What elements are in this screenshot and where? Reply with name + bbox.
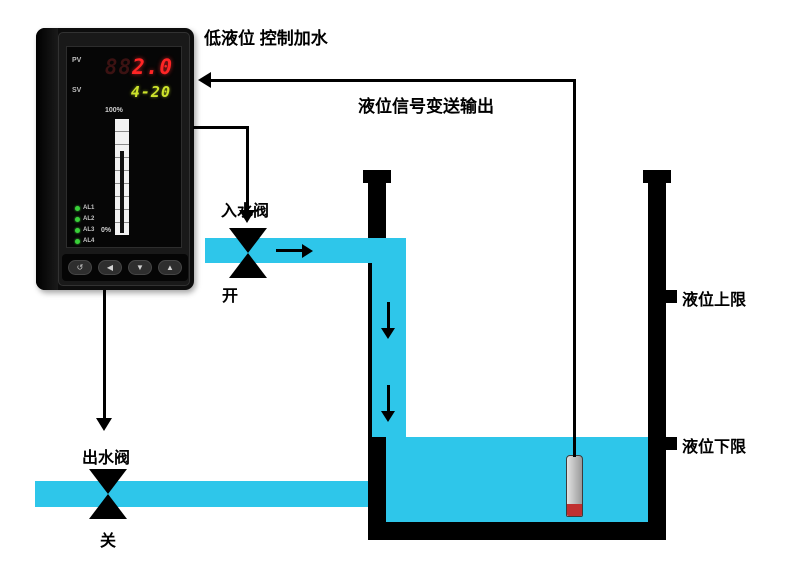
- sv-value: 4-20: [130, 83, 171, 101]
- outlet-control-arrowhead-icon: [96, 418, 112, 431]
- sensor-cable-line: [573, 79, 576, 457]
- outlet-pipe: [35, 481, 368, 507]
- alarm-led-1: AL1: [75, 203, 94, 213]
- signal-output-label: 液位信号变送输出: [358, 97, 494, 116]
- inlet-control-arrowhead-icon: [239, 210, 255, 223]
- tank-wall-right-cap: [643, 170, 671, 183]
- bargraph-fill: [120, 151, 124, 233]
- flow-arrow-down-2: [387, 385, 390, 411]
- upper-limit-label: 液位上限: [682, 292, 747, 309]
- pv-label: PV: [72, 57, 82, 64]
- led-dot-icon: [75, 227, 80, 233]
- controller-button-row: ↺ ◀ ▼ ▲: [62, 254, 188, 281]
- tank-wall-right: [648, 170, 666, 540]
- led-dot-icon: [75, 216, 80, 222]
- led-dot-icon: [75, 238, 80, 244]
- pv-readout: 882.0: [105, 55, 173, 79]
- controller-side-panel: [36, 28, 58, 290]
- outlet-valve-icon: [89, 469, 127, 494]
- tank-wall-left-cap: [363, 170, 391, 183]
- tank-bottom: [368, 522, 666, 540]
- inlet-control-line-horizontal: [193, 126, 249, 129]
- inlet-valve-icon: [229, 253, 267, 278]
- flow-arrow-right-head-icon: [302, 244, 313, 258]
- controller-up-button: ▲: [158, 260, 182, 275]
- signal-arrowhead-icon: [198, 72, 211, 88]
- outlet-valve-label: 出水阀: [82, 450, 131, 467]
- probe-tip: [567, 504, 582, 516]
- flow-arrow-down-2-head-icon: [381, 411, 395, 422]
- flow-arrow-down-1-head-icon: [381, 328, 395, 339]
- bargraph-max-label: 100%: [105, 107, 123, 114]
- alarm-led-2: AL2: [75, 214, 94, 224]
- level-bargraph: [115, 119, 129, 235]
- outlet-control-line-vertical: [103, 290, 106, 418]
- controller-down-button: ▼: [128, 260, 152, 275]
- alarm-led-3: AL3: [75, 225, 94, 235]
- controller-loop-button: ↺: [68, 260, 92, 275]
- sv-label: SV: [72, 87, 82, 94]
- pv-ghost-digits: 88: [104, 55, 133, 79]
- lower-limit-label: 液位下限: [682, 439, 747, 456]
- diagram-title: 低液位 控制加水: [204, 29, 328, 48]
- alarm-led-4: AL4: [75, 236, 94, 246]
- controller-display: PV 882.0 SV 4-20 100% 0% AL1 AL2 AL3 AL4: [66, 46, 182, 248]
- bargraph-min-label: 0%: [101, 227, 112, 234]
- outlet-valve-state: 关: [100, 533, 117, 550]
- signal-line-horizontal: [211, 79, 576, 82]
- outlet-valve-icon: [89, 494, 127, 519]
- led-dot-icon: [75, 205, 80, 211]
- flow-arrow-down-1: [387, 302, 390, 328]
- flow-arrow-right: [276, 249, 302, 252]
- controller-shift-button: ◀: [98, 260, 122, 275]
- lower-limit-marker: [664, 437, 677, 450]
- inlet-control-line-vertical: [246, 126, 249, 210]
- pv-value: 2.0: [132, 55, 173, 79]
- tank-water: [386, 437, 648, 522]
- inlet-valve-state: 开: [222, 288, 239, 305]
- level-sensor-probe: [566, 455, 583, 517]
- upper-limit-marker: [664, 290, 677, 303]
- inlet-valve-icon: [229, 228, 267, 253]
